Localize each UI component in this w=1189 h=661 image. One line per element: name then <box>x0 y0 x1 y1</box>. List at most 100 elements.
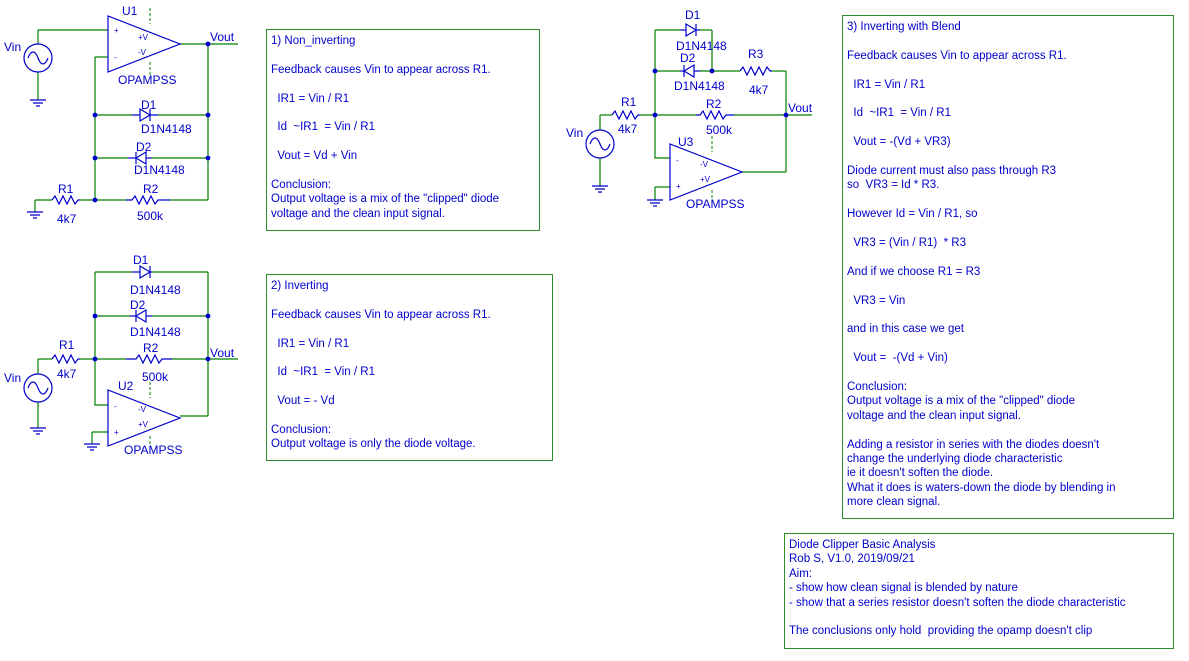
resistor-r1 <box>611 109 640 121</box>
note-line <box>847 193 1169 207</box>
pin-minus: - <box>114 402 117 411</box>
note-line <box>271 380 548 394</box>
diode-d1 <box>680 22 700 38</box>
note-line: more clean signal. <box>847 496 941 509</box>
d2-label: D2 <box>130 298 146 312</box>
diode-d2 <box>680 63 700 79</box>
note-line: The conclusions only hold providing the … <box>789 625 1093 638</box>
note-line: Feedback causes Vin to appear across R1. <box>271 308 491 321</box>
pin-vpos: +V <box>138 33 149 42</box>
resistor-r1 <box>51 353 80 365</box>
vout-label: Vout <box>788 101 813 115</box>
d1-label: D1 <box>685 8 701 22</box>
note-line: Adding a resistor in series with the dio… <box>847 438 1100 451</box>
note-line <box>847 337 1169 351</box>
note-line: Vout = -(Vd + Vin) <box>847 352 948 365</box>
pin-vpos: +V <box>138 420 149 429</box>
ground-symbol <box>647 199 663 207</box>
opamp-label: U1 <box>122 4 138 18</box>
vout-label: Vout <box>210 346 235 360</box>
note-line: voltage and the clean input signal. <box>271 207 445 220</box>
d2-label: D2 <box>680 51 696 65</box>
opamp-u3 <box>669 136 744 206</box>
circuit-non-inverting: U1 OPAMPSS Vin Vout D1 D1N4148 D2 D1N414… <box>4 4 238 226</box>
r3-label: R3 <box>748 47 764 61</box>
note-line: - show how clean signal is blended by na… <box>789 582 1018 595</box>
note-line <box>847 63 1169 77</box>
r2-label: R2 <box>143 182 159 196</box>
note-line: Vout = - Vd <box>271 395 335 408</box>
opamp-model: OPAMPSS <box>118 73 176 87</box>
note-line <box>847 250 1169 264</box>
note-line: Diode Clipper Basic Analysis <box>789 539 936 551</box>
diode-d2 <box>128 150 152 166</box>
pin-vneg: -V <box>138 48 147 57</box>
note-line: Conclusion: <box>271 178 332 191</box>
note-line <box>271 77 535 91</box>
note-line: change the underlying diode characterist… <box>847 452 1063 465</box>
note-line <box>271 293 548 307</box>
note-line <box>847 92 1169 106</box>
note-line <box>271 106 535 120</box>
opamp-u1 <box>107 8 182 78</box>
r3-value: 4k7 <box>749 83 769 97</box>
note-line <box>847 150 1169 164</box>
resistor-r2 <box>696 109 734 121</box>
note-line: Conclusion: <box>847 380 908 393</box>
note-line: voltage and the clean input signal. <box>847 409 1021 422</box>
opamp-label: U3 <box>678 135 694 149</box>
pin-vpos: +V <box>700 175 711 184</box>
vout-label: Vout <box>210 30 235 44</box>
r1-value: 4k7 <box>57 212 77 226</box>
r2-label: R2 <box>706 97 722 111</box>
pin-plus: + <box>114 428 119 437</box>
note-line <box>847 423 1169 437</box>
note-line <box>271 322 548 336</box>
circuit-inverting-blend: D1 D1N4148 D2 D1N4148 R3 4k7 R1 4k7 R2 5… <box>566 8 813 211</box>
d2-model: D1N4148 <box>674 79 725 93</box>
resistor-r1 <box>51 194 80 206</box>
note-line: Rob S, V1.0, 2019/09/21 <box>789 553 915 566</box>
pin-vneg: -V <box>138 405 147 414</box>
note-line: And if we choose R1 = R3 <box>847 265 981 278</box>
d1-label: D1 <box>133 253 149 267</box>
note-line: Aim: <box>789 567 812 580</box>
note-line <box>847 279 1169 293</box>
resistor-r3 <box>739 65 772 77</box>
vin-label: Vin <box>4 40 21 54</box>
r2-value: 500k <box>137 209 164 223</box>
opamp-label: U2 <box>118 379 134 393</box>
resistor-r2 <box>126 194 170 206</box>
note-line <box>271 164 535 178</box>
ground-symbol <box>27 211 43 219</box>
d2-model: D1N4148 <box>134 163 185 177</box>
note-line <box>847 308 1169 322</box>
vin-source-3 <box>585 129 615 159</box>
note-line: Id ~IR1 = Vin / R1 <box>271 121 375 134</box>
note-line: 2) Inverting <box>271 280 329 292</box>
note-line: - show that a series resistor doesn't so… <box>789 596 1126 609</box>
note-line: Output voltage is only the diode voltage… <box>271 438 476 451</box>
note-line: and in this case we get <box>847 323 964 336</box>
pin-vneg: -V <box>700 160 709 169</box>
vin-source-2 <box>23 373 53 403</box>
note-line: Feedback causes Vin to appear across R1. <box>271 63 491 76</box>
note-line: ie it doesn't soften the diode. <box>847 467 994 480</box>
note-line: VR3 = Vin <box>847 294 906 307</box>
r1-value: 4k7 <box>57 367 77 381</box>
r1-value: 4k7 <box>618 122 638 136</box>
note-line: so VR3 = Id * R3. <box>847 179 940 192</box>
circuit-inverting: D1 D1N4148 D2 D1N4148 R1 4k7 R2 500k Vou… <box>4 253 238 457</box>
note-line: Feedback causes Vin to appear across R1. <box>847 49 1067 62</box>
r2-label: R2 <box>143 341 159 355</box>
diode-d2 <box>130 308 152 324</box>
diode-d1 <box>132 107 158 123</box>
vin-source-1 <box>23 43 53 73</box>
note-line: IR1 = Vin / R1 <box>271 92 350 105</box>
note-line: However Id = Vin / R1, so <box>847 208 978 221</box>
